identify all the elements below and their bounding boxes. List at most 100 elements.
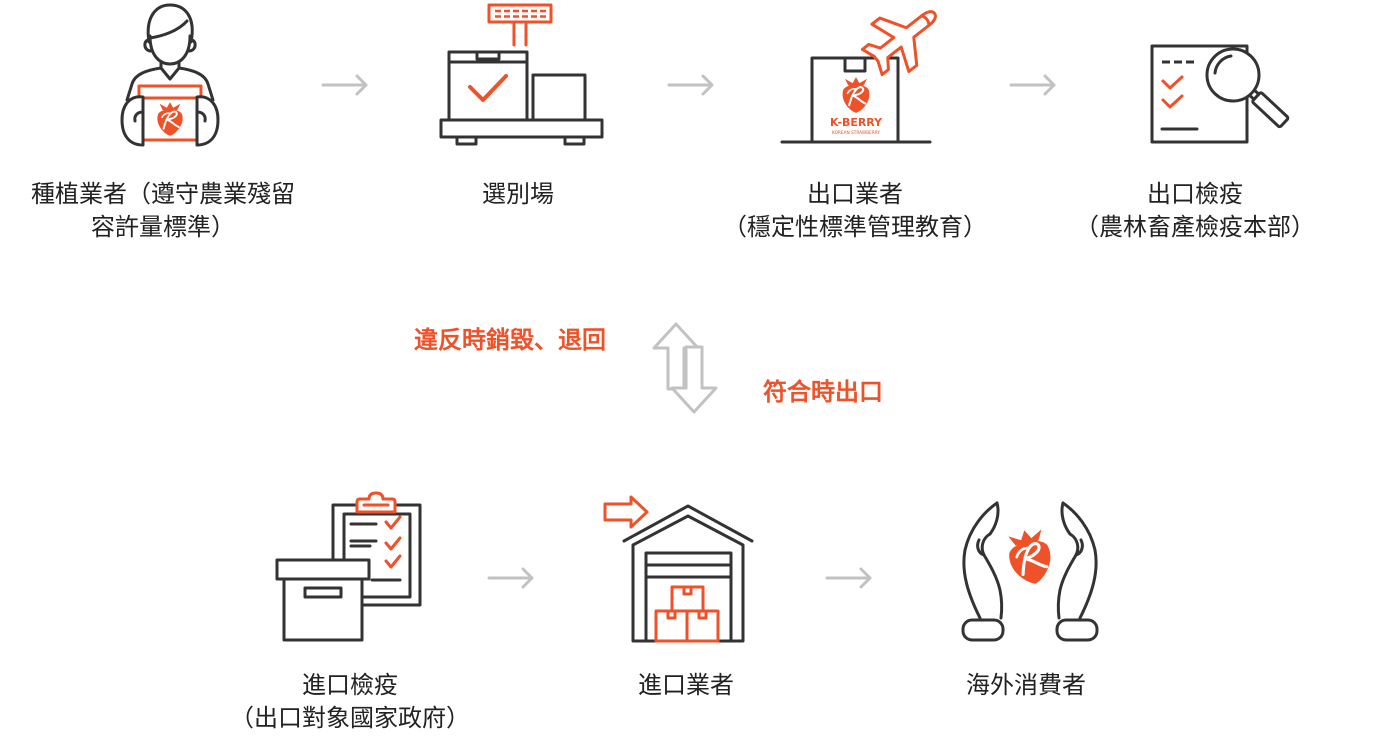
farmer-face	[148, 34, 192, 66]
up-down-arrows-icon	[652, 322, 718, 414]
step-label-line: （穩定性標準管理教育）	[723, 213, 987, 241]
step-label-line: 容許量標準）	[91, 213, 235, 241]
check-mark-icon	[384, 554, 402, 569]
farmer-right-ear	[187, 38, 197, 53]
step-label-exporter: 出口業者 （穩定性標準管理教育）	[705, 178, 1005, 244]
brand-wordmark: K-BERRY	[830, 116, 883, 129]
right-hand	[1055, 501, 1099, 642]
scale-display-digits	[495, 9, 546, 18]
airplane-icon	[860, 10, 937, 77]
scale-foot-left	[455, 135, 478, 146]
step-label-line: （農林畜產檢疫本部）	[1075, 213, 1315, 241]
farmer-left-hand	[120, 95, 145, 147]
step-label-line: 種植業者（遵守農業殘留	[31, 180, 295, 208]
small-crate	[531, 73, 587, 122]
airplane-cockpit	[919, 14, 931, 27]
step-label-export-inspection: 出口檢疫 （農林畜產檢疫本部）	[1045, 178, 1345, 244]
hand-outer-edge	[1061, 501, 1098, 620]
strawberry-logo-icon	[1002, 524, 1058, 590]
arrow-right-shape	[487, 567, 534, 589]
farmer-collar	[159, 60, 181, 81]
export-box-airplane-icon: K-BERRY KOREAN STRAWBERRY	[780, 10, 937, 144]
checklist-line	[349, 539, 378, 548]
hand-finger-edge	[988, 501, 1000, 536]
arrow-right-shape	[1009, 74, 1056, 96]
arrow-right-icon	[825, 567, 872, 589]
hand-thumb	[976, 538, 986, 557]
check-mark-icon	[1161, 75, 1184, 90]
export-box-tape	[843, 56, 867, 73]
inspection-magnifier-icon	[1150, 44, 1290, 144]
hand-cuff	[961, 618, 1005, 642]
arrow-right-shape	[667, 74, 714, 96]
magnifier-icon	[1205, 47, 1290, 129]
warehouse-shutter-slats	[644, 563, 733, 579]
arrow-right-shape	[321, 74, 368, 96]
decision-fail-label: 違反時銷毀、退回	[414, 326, 606, 354]
hand-palm-edge	[980, 532, 1004, 620]
step-label-sorting: 選別場	[418, 178, 618, 211]
check-mark-icon	[384, 515, 402, 530]
crate-top	[670, 585, 705, 613]
step-label-import-inspection: 進口檢疫 （出口對象國家政府）	[200, 669, 500, 735]
step-label-line: （出口對象國家政府）	[230, 704, 470, 732]
sorting-scale-icon	[439, 3, 604, 146]
clipboard-clip	[355, 491, 397, 514]
storage-box-lid	[275, 558, 371, 581]
arrow-right-icon	[487, 567, 534, 589]
scale-display-post	[512, 20, 528, 47]
step-label-line: 出口業者	[807, 180, 903, 208]
farmer-left-ear	[143, 38, 153, 53]
crate-bottom-right	[685, 609, 720, 643]
step-label-line: 進口業者	[638, 671, 734, 699]
farmer-holding-box-icon	[120, 3, 220, 147]
left-hand	[961, 501, 1005, 642]
brand-tagline: KOREAN STRAWBERRY	[832, 130, 880, 136]
farmer-left-thumb	[133, 110, 145, 123]
step-label-line: 海外消費者	[966, 671, 1086, 699]
crate-tape	[682, 585, 693, 596]
farmer-right-hand	[195, 95, 220, 147]
check-mark-icon	[468, 74, 508, 102]
crate-tape	[666, 609, 677, 620]
large-crate-tab	[475, 50, 501, 61]
warehouse-roof	[622, 504, 754, 543]
step-label-farmer: 種植業者（遵守農業殘留 容許量標準）	[13, 178, 313, 244]
farmer-hair	[146, 3, 194, 44]
warehouse-walls	[631, 514, 745, 643]
arrow-right-shape	[825, 567, 872, 589]
farmer-body	[125, 66, 215, 102]
crate-tape	[697, 609, 708, 620]
arrow-right-icon	[321, 74, 368, 96]
farmer-hairline	[148, 19, 189, 40]
arrow-right-icon	[667, 74, 714, 96]
hand-outer-edge	[962, 501, 999, 620]
arrow-down-icon	[670, 345, 718, 414]
hand-cuff	[1055, 618, 1099, 642]
scale-foot-right	[563, 135, 586, 146]
hand-thumb	[1074, 538, 1084, 557]
step-label-line: 選別場	[482, 180, 554, 208]
hands-strawberry-icon	[961, 501, 1099, 642]
magnifier-handle	[1251, 91, 1290, 129]
farmer-box-lid	[137, 84, 203, 100]
arrow-right-icon	[1009, 74, 1056, 96]
storage-box-handle	[303, 586, 343, 599]
magnifier-glint	[1213, 54, 1233, 75]
hand-finger-edge	[1060, 501, 1072, 536]
warehouse-icon	[603, 495, 754, 643]
step-label-line: 進口檢疫	[302, 671, 398, 699]
airplane-body	[860, 10, 937, 77]
step-label-line: 出口檢疫	[1147, 180, 1243, 208]
check-mark-icon	[1161, 94, 1184, 109]
decision-pass-label: 符合時出口	[763, 378, 883, 406]
scale-display	[487, 3, 553, 24]
crate-bottom-left	[654, 609, 689, 643]
step-label-importer: 進口業者	[586, 669, 786, 702]
check-mark-icon	[384, 536, 402, 551]
scale-platform	[439, 118, 604, 139]
stacked-crates	[654, 585, 720, 643]
farmer-right-thumb	[195, 110, 207, 123]
clipboard-sheet	[342, 512, 412, 599]
